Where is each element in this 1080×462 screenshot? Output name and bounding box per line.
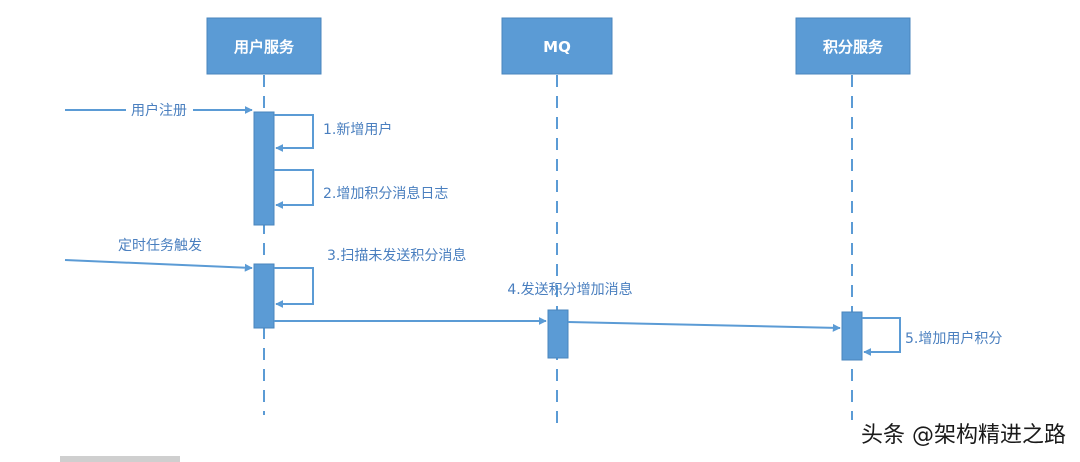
message-add-points: 5.增加用户积分 [862, 317, 1002, 356]
message-send-label: 4.发送积分增加消息 [507, 281, 632, 298]
message-timer: 定时任务触发 [64, 238, 253, 272]
cutoff-text-fragment [60, 456, 180, 462]
activation-points-service [841, 311, 863, 361]
message-timer-label: 定时任务触发 [118, 238, 202, 254]
activation-user-service-2 [253, 263, 275, 329]
message-scan-label: 3.扫描未发送积分消息 [327, 247, 466, 264]
message-add-user-label: 1.新增用户 [323, 121, 392, 138]
participant-mq: MQ [501, 17, 613, 75]
message-add-user: 1.新增用户 [274, 114, 392, 152]
participant-mq-label: MQ [543, 38, 571, 56]
watermark: 头条 @架构精进之路 [861, 423, 1066, 448]
participant-points-service: 积分服务 [795, 17, 911, 75]
message-scan: 3.扫描未发送积分消息 [274, 247, 466, 308]
message-send: 4.发送积分增加消息 [274, 281, 841, 332]
message-add-log-label: 2.增加积分消息日志 [323, 185, 448, 202]
message-register-label: 用户注册 [131, 102, 187, 119]
participant-user-service: 用户服务 [206, 17, 322, 75]
activation-mq [547, 309, 569, 359]
activation-user-service-1 [253, 111, 275, 226]
message-add-log: 2.增加积分消息日志 [274, 169, 448, 209]
message-register: 用户注册 [65, 102, 253, 119]
participant-points-service-label: 积分服务 [823, 38, 884, 56]
message-add-points-label: 5.增加用户积分 [905, 330, 1002, 347]
participant-user-service-label: 用户服务 [234, 38, 295, 56]
